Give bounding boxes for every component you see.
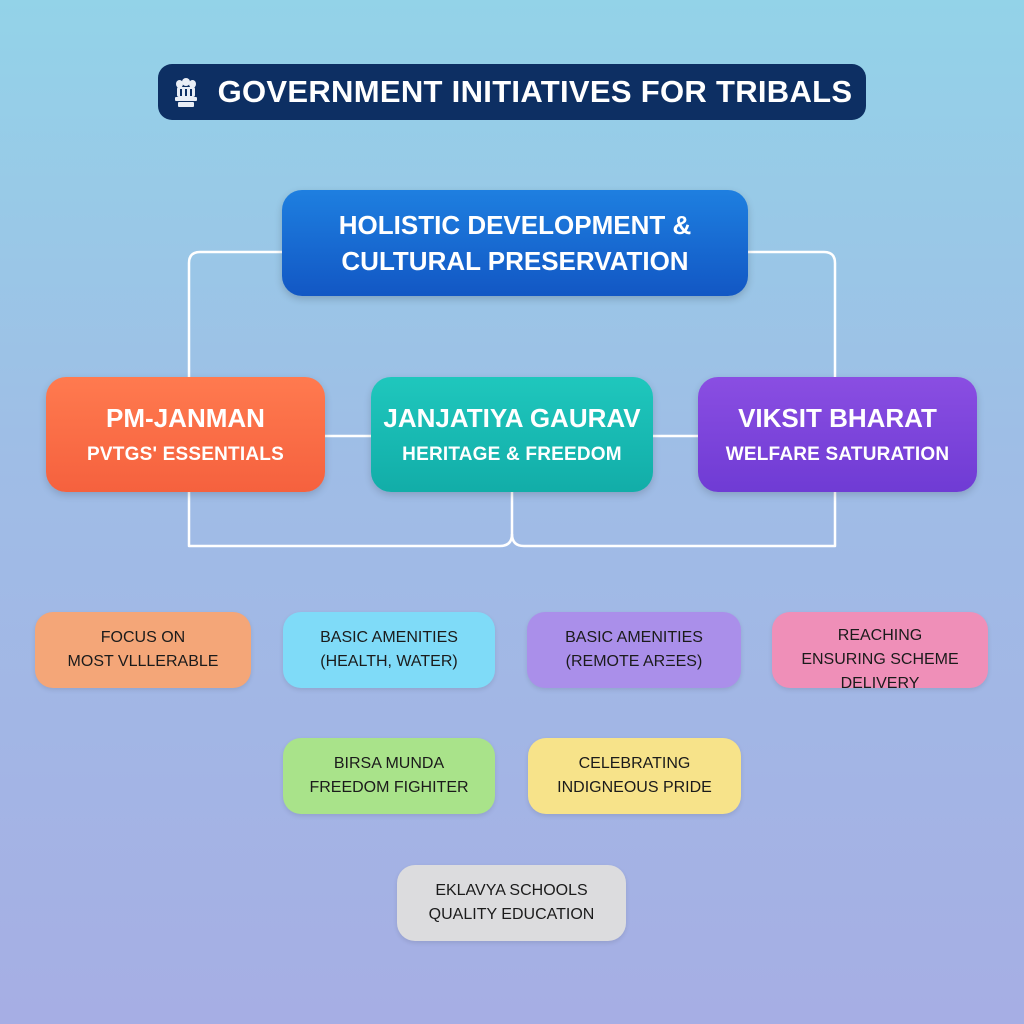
detail-line: (REMOTE ARΞES) [565, 653, 703, 670]
detail-basic-amenities-remote: BASIC AMENITIES (REMOTE ARΞES) [527, 612, 741, 688]
initiative-card-viksit-bharat: VIKSIT BHARAT WELFARE SATURATION [698, 377, 977, 492]
root-line-2: CULTURAL PRESERVATION [341, 246, 689, 276]
connector-root-right [748, 250, 837, 377]
detail-line: ENSURING SCHEME [801, 651, 959, 668]
connector-root-left [187, 250, 282, 377]
detail-line: QUALITY EDUCATION [428, 906, 595, 923]
initiative-name: PM-JANMAN [106, 402, 265, 433]
detail-line: BASIC AMENITIES [320, 629, 458, 646]
initiative-card-pm-janman: PM-JANMAN PVTGS' ESSENTIALS [46, 377, 325, 492]
initiative-subtitle: HERITAGE & FREEDOM [402, 443, 622, 465]
national-emblem-icon [174, 78, 197, 107]
detail-line: FREEDOM FIGHITER [309, 779, 469, 796]
detail-indigenous-pride: CELEBRATING INDIGNEOUS PRIDE [528, 738, 741, 814]
initiative-card-janjatiya-gaurav: JANJATIYA GAURAV HERITAGE & FREEDOM [371, 377, 653, 492]
detail-line: (HEALTH, WATER) [320, 653, 458, 670]
detail-line: DELIVERY [840, 675, 920, 692]
detail-line: MOST VLLLERABLE [67, 653, 219, 670]
detail-line: BIRSA MUNDA [333, 755, 445, 772]
detail-line: REACHING [837, 627, 923, 644]
initiative-name: VIKSIT BHARAT [738, 402, 937, 433]
detail-basic-amenities-health: BASIC AMENITIES (HEALTH, WATER) [283, 612, 495, 688]
root-line-1: HOLISTIC DEVELOPMENT & [338, 210, 692, 240]
initiative-subtitle: PVTGS' ESSENTIALS [87, 443, 284, 465]
detail-scheme-delivery: REACHING ENSURING SCHEME DELIVERY [772, 612, 988, 692]
initiative-subtitle: WELFARE SATURATION [725, 443, 950, 465]
detail-line: CELEBRATING [578, 755, 691, 772]
initiative-name: JANJATIYA GAURAV [383, 402, 641, 433]
title-banner: GOVERNMENT INITIATIVES FOR TRIBALS [158, 64, 866, 120]
connector-bracket-right [510, 492, 837, 548]
detail-line: EKLAVYA SCHOOLS [435, 882, 588, 899]
detail-line: FOCUS ON [100, 629, 186, 646]
detail-eklavya-schools: EKLAVYA SCHOOLS QUALITY EDUCATION [397, 865, 626, 941]
detail-birsa-munda: BIRSA MUNDA FREEDOM FIGHITER [283, 738, 495, 814]
detail-line: BASIC AMENITIES [565, 629, 703, 646]
root-node: HOLISTIC DEVELOPMENT & CULTURAL PRESERVA… [282, 190, 748, 296]
page-title: GOVERNMENT INITIATIVES FOR TRIBALS [217, 74, 853, 109]
connector-bracket-left [187, 492, 514, 548]
detail-line: INDIGNEOUS PRIDE [557, 779, 712, 796]
detail-focus-vulnerable: FOCUS ON MOST VLLLERABLE [35, 612, 251, 688]
